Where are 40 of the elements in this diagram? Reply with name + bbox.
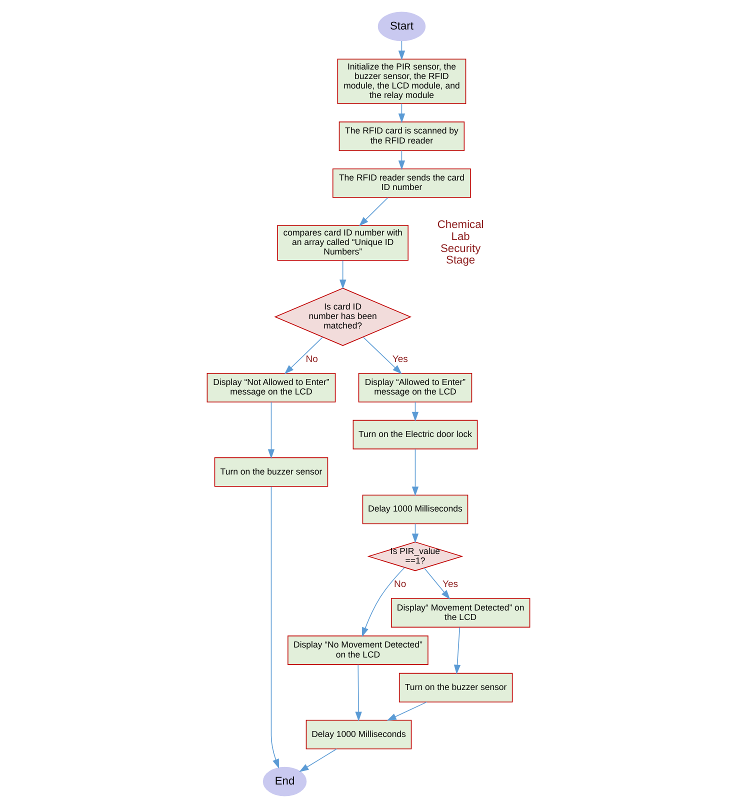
- node-box: The RFID reader sends the card ID number: [332, 168, 470, 198]
- arrow: [398, 40, 405, 60]
- arrow: [411, 402, 418, 422]
- node-box: Turn on the buzzer sensor: [214, 457, 328, 487]
- node-box: Initialize the PIR sensor, the buzzer sensor, the RFID module, the LCD module, and the relay module: [336, 58, 466, 104]
- node-box: The RFID card is scanned by the RFID reader: [338, 122, 464, 151]
- arrow: [267, 402, 274, 459]
- arrow: [411, 448, 418, 496]
- node-box: Display “No Movement Detected” on the LCD: [287, 636, 428, 665]
- node-box: Display “Not Allowed to Enter” message on the LCD: [206, 372, 336, 402]
- node-box: Display “Allowed to Enter” message on the LCD: [358, 372, 472, 402]
- edge-label: Yes: [442, 579, 458, 590]
- node-box: Delay 1000 Milliseconds: [305, 720, 412, 750]
- node-diamond: Is PIR_value ==1?: [366, 542, 463, 572]
- node-box: Display“ Movement Detected” on the LCD: [390, 598, 530, 628]
- node-diamond: Is card ID number has been matched?: [274, 288, 411, 346]
- node-box: compares card ID number with an array called “Unique ID Numbers”: [276, 224, 408, 261]
- arrow: [398, 150, 405, 170]
- node-ellipse: Start: [377, 12, 426, 42]
- node-box: Turn on the buzzer sensor: [398, 672, 512, 702]
- label: Chemical Lab Security Stage: [436, 218, 484, 267]
- arrow: [354, 664, 362, 722]
- arrow: [362, 336, 402, 374]
- edge-label: No: [305, 354, 318, 365]
- arrow: [423, 568, 450, 600]
- arrow: [411, 523, 418, 544]
- arrow: [453, 627, 460, 674]
- node-ellipse: End: [262, 766, 306, 796]
- edge-label: No: [394, 579, 406, 590]
- arrow: [358, 197, 388, 226]
- node-box: Turn on the Electric door lock: [352, 420, 478, 450]
- arrow: [386, 702, 427, 721]
- arrow: [398, 103, 405, 124]
- node-box: Delay 1000 Milliseconds: [362, 494, 468, 524]
- arrow: [361, 567, 404, 638]
- arrow: [339, 260, 346, 290]
- arrow: [270, 486, 279, 769]
- edge-label: Yes: [392, 354, 408, 365]
- arrow: [284, 336, 322, 374]
- arrow: [298, 748, 336, 772]
